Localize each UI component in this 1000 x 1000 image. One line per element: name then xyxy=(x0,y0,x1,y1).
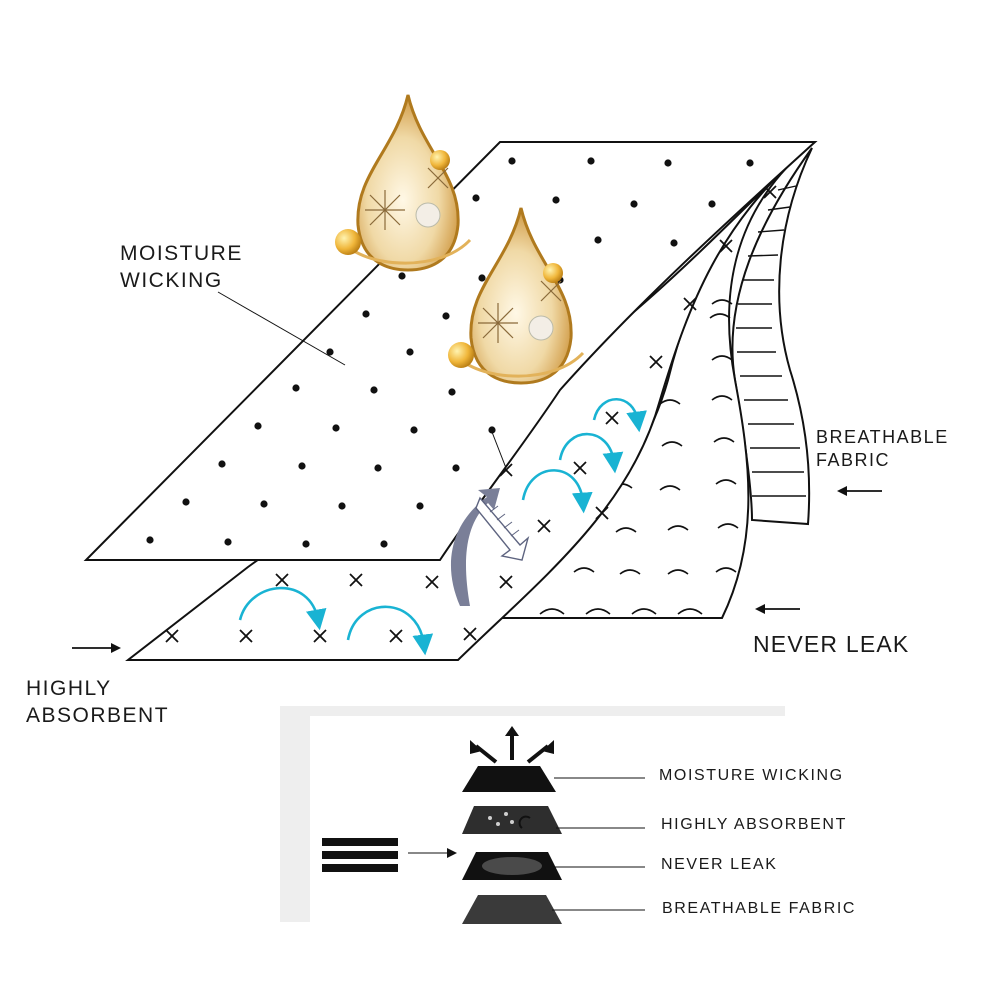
pattern-cross xyxy=(605,411,619,425)
pattern-dot xyxy=(224,538,232,546)
pattern-dot xyxy=(587,157,595,165)
pattern-cross xyxy=(719,239,733,253)
absorption-flow-arrows xyxy=(238,397,647,656)
pattern-cross xyxy=(499,575,513,589)
pattern-dot xyxy=(146,536,154,544)
legend-label-moisture-wicking: MOISTURE WICKING xyxy=(659,767,844,784)
pattern-cross xyxy=(573,461,587,475)
pattern-dot xyxy=(338,502,346,510)
pattern-cross xyxy=(463,627,477,641)
pattern-dot xyxy=(452,464,460,472)
pattern-dot xyxy=(746,159,754,167)
breathable-fabric-label: BREATHABLE FABRIC xyxy=(816,427,949,471)
pattern-cross xyxy=(239,629,253,643)
pattern-cross xyxy=(389,629,403,643)
pattern-dot xyxy=(670,239,678,247)
pattern-dot xyxy=(442,312,450,320)
moisture-wicking-label: MOISTURE WICKING xyxy=(120,242,243,293)
pattern-cross xyxy=(537,519,551,533)
pattern-dot xyxy=(664,159,672,167)
pattern-cross xyxy=(649,355,663,369)
pattern-dot xyxy=(708,200,716,208)
absorbent-leader-line xyxy=(491,431,507,469)
pattern-cross xyxy=(595,506,609,520)
legend-label-highly-absorbent: HIGHLY ABSORBENT xyxy=(661,816,847,833)
moisture-wicking-leader-line xyxy=(217,291,346,366)
side-arrows xyxy=(72,486,882,653)
pattern-dot xyxy=(260,500,268,508)
pattern-cross xyxy=(425,575,439,589)
pattern-dot xyxy=(552,196,560,204)
pattern-dot xyxy=(472,194,480,202)
layer-legend xyxy=(280,706,785,924)
pattern-dot xyxy=(292,384,300,392)
highly-absorbent-label: HIGHLY ABSORBENT xyxy=(26,677,170,728)
pattern-dot xyxy=(410,426,418,434)
pattern-dot xyxy=(362,310,370,318)
pattern-dot xyxy=(332,424,340,432)
pattern-cross xyxy=(275,573,289,587)
pattern-dot xyxy=(326,348,334,356)
stacked-layers-icon xyxy=(322,838,398,872)
pattern-dot xyxy=(416,502,424,510)
pattern-dot xyxy=(182,498,190,506)
legend-label-never-leak: NEVER LEAK xyxy=(661,856,778,873)
pattern-dot xyxy=(374,464,382,472)
legend-label-breathable-fabric: BREATHABLE FABRIC xyxy=(662,900,857,917)
breathable-layer-icon xyxy=(462,895,562,924)
droplet-icon xyxy=(335,94,585,385)
pattern-dot xyxy=(630,200,638,208)
pattern-dot xyxy=(478,274,486,282)
pattern-cross xyxy=(683,297,697,311)
pattern-cross xyxy=(349,573,363,587)
pattern-dot xyxy=(218,460,226,468)
pattern-dot xyxy=(508,157,516,165)
breathable-fabric-layer xyxy=(731,147,813,526)
breathable-vapor-arrow xyxy=(450,488,530,606)
pattern-cross xyxy=(763,185,777,199)
pattern-dot xyxy=(594,236,602,244)
pattern-dot xyxy=(370,386,378,394)
pattern-dot xyxy=(254,422,262,430)
leakproof-layer-icon xyxy=(462,852,562,880)
absorbent-layer-icon xyxy=(462,806,562,834)
pattern-cross xyxy=(313,629,327,643)
moisture-wicking-layer-icon xyxy=(462,726,556,792)
pattern-dot xyxy=(298,462,306,470)
pattern-cross xyxy=(165,629,179,643)
pattern-dot xyxy=(398,272,406,280)
pattern-dot xyxy=(380,540,388,548)
never-leak-label: NEVER LEAK xyxy=(753,631,910,657)
pattern-dot xyxy=(302,540,310,548)
pattern-dot xyxy=(488,426,496,434)
pattern-cross xyxy=(499,463,513,477)
pattern-dot xyxy=(406,348,414,356)
pattern-dot xyxy=(448,388,456,396)
